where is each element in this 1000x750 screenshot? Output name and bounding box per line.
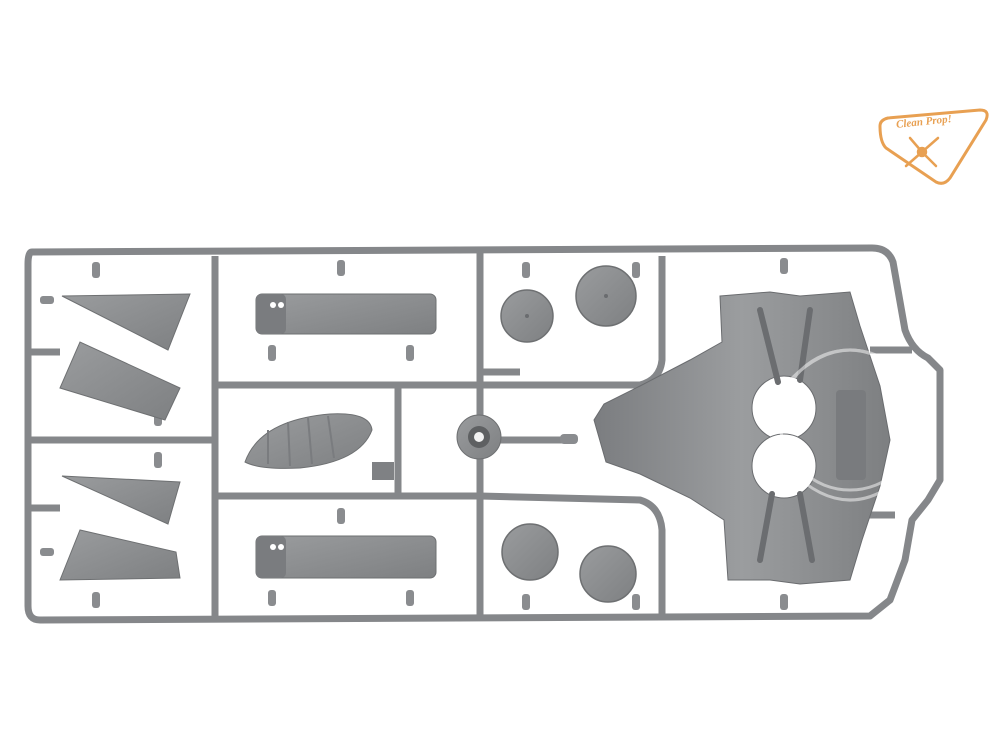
tail-fin-parts	[59, 293, 191, 581]
propeller-icon	[904, 136, 940, 168]
watermark	[778, 348, 922, 502]
fuselage-part	[593, 291, 891, 585]
hub-part	[456, 414, 502, 460]
curved-panel-part	[244, 413, 394, 480]
sprue-frame	[24, 244, 944, 624]
cylinder-parts	[255, 293, 437, 579]
clean-prop-logo	[878, 108, 989, 185]
